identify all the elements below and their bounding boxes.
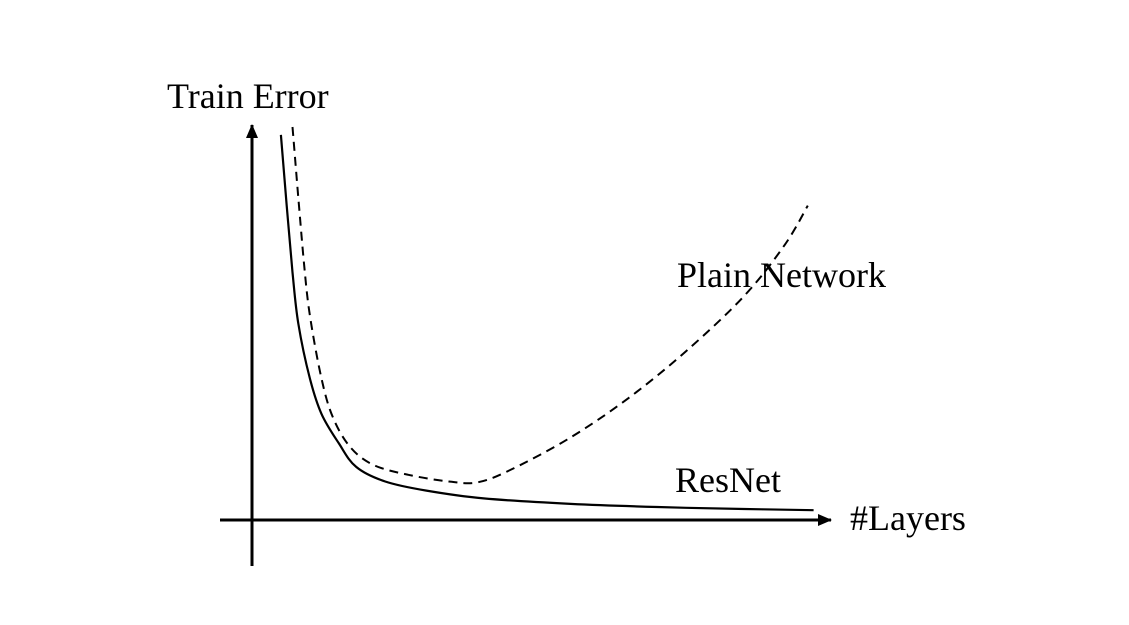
series-label-resnet: ResNet [675, 460, 781, 500]
series-line-resnet [279, 134, 814, 512]
x-axis-label: #Layers [850, 498, 966, 538]
series-label-plain-network: Plain Network [677, 255, 886, 295]
y-axis-label: Train Error [167, 76, 329, 116]
series-line-plain-network [291, 126, 809, 485]
